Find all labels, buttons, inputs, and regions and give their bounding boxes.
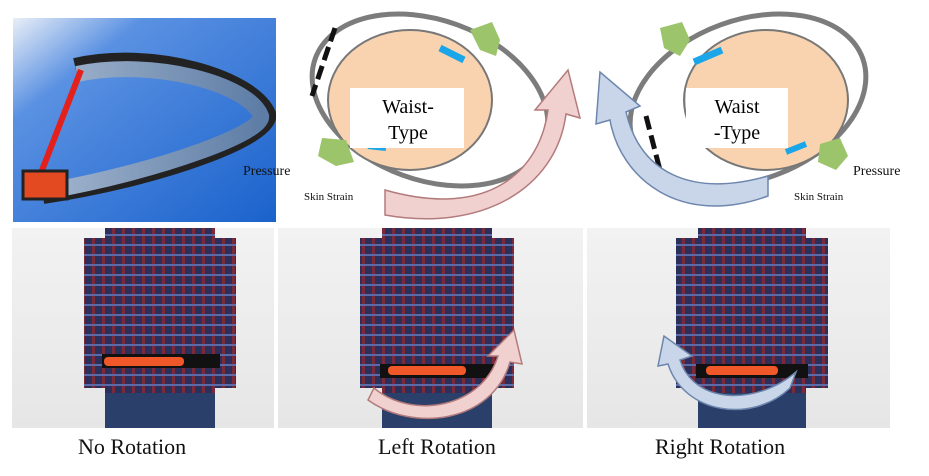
- dashed-segment: [309, 27, 338, 97]
- strain-arrow-icon: [692, 46, 724, 66]
- rotation-arrow-icon: [595, 70, 769, 207]
- left-diagram: [309, 11, 582, 220]
- rotation-arrow-icon: [367, 328, 523, 420]
- person-photos: [12, 228, 890, 428]
- belt-illustration: [13, 18, 276, 222]
- strain-arrow-icon: [438, 44, 466, 64]
- label-line1: Waist: [714, 96, 760, 118]
- skin-strain-label-right: Skin Strain: [794, 191, 844, 203]
- pressure-arrow-icon: [660, 22, 690, 56]
- pressure-label-left: Pressure: [243, 164, 291, 179]
- waist-type-label-right: Waist -Type: [686, 94, 788, 146]
- label-box: [350, 88, 464, 148]
- caption-no-rotation: No Rotation: [78, 434, 187, 459]
- caption-right-rotation: Right Rotation: [655, 434, 786, 459]
- right-diagram: [595, 11, 869, 207]
- skin-strain-label-left: Skin Strain: [304, 191, 354, 203]
- photo-no-rotation: [12, 228, 274, 428]
- pressure-arrow-icon: [818, 138, 848, 170]
- waist-type-label-left: Waist- Type: [352, 94, 464, 146]
- photo-right-rotation: [587, 228, 890, 428]
- rotation-arrow-icon: [384, 68, 582, 220]
- label-line1: Waist-: [382, 96, 434, 118]
- caption-left-rotation: Left Rotation: [378, 434, 496, 459]
- photo-left-rotation: [278, 228, 583, 428]
- label-line2: Type: [388, 122, 428, 144]
- rotation-diagram: [309, 11, 869, 220]
- pressure-arrow-icon: [318, 138, 354, 166]
- label-line2: -Type: [713, 122, 761, 144]
- rotation-arrow-icon: [657, 334, 798, 411]
- strain-arrow-icon: [784, 141, 808, 155]
- belt-photo: [13, 18, 276, 222]
- label-box: [686, 88, 788, 148]
- pressure-arrow-icon: [470, 22, 500, 56]
- pressure-label-right: Pressure: [853, 164, 901, 179]
